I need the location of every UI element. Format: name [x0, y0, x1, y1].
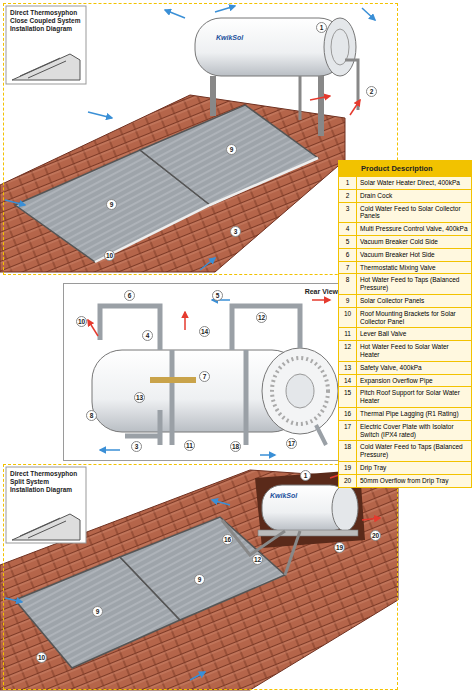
- callout-number: 8: [86, 410, 97, 421]
- brand-mark: KwikSol: [216, 34, 243, 41]
- table-row: 19Drip Tray: [339, 461, 471, 474]
- callout-number: 17: [286, 438, 297, 449]
- item-description: 50mm Overflow from Drip Tray: [357, 475, 471, 487]
- item-number: 1: [339, 177, 357, 189]
- table-row: 2050mm Overflow from Drip Tray: [339, 474, 471, 487]
- table-row: 11Lever Ball Valve: [339, 327, 471, 340]
- collector-panels: [15, 105, 318, 262]
- table-row: 13Safety Valve, 400kPa: [339, 361, 471, 374]
- callout-number: 3: [131, 441, 142, 452]
- item-description: Vacuum Breaker Hot Side: [357, 249, 471, 261]
- callout-number: 12: [256, 312, 267, 323]
- rear-view-tank: [92, 348, 338, 434]
- table-row: 12Hot Water Feed to Solar Water Heater: [339, 340, 471, 361]
- callout-number: 5: [212, 290, 223, 301]
- flow-arrows: [5, 6, 375, 270]
- item-number: 14: [339, 375, 357, 387]
- callout-number: 11: [184, 440, 195, 451]
- panel-title: Rear View: [305, 288, 338, 295]
- callout-number: 6: [124, 290, 135, 301]
- callout-number: 10: [76, 316, 87, 327]
- item-number: 12: [339, 341, 357, 361]
- callout-number: 9: [194, 574, 205, 585]
- item-description: Solar Collector Panels: [357, 295, 471, 307]
- callout-number: 4: [142, 330, 153, 341]
- callout-number: 2: [366, 86, 377, 97]
- item-description: Expansion Overflow Pipe: [357, 375, 471, 387]
- table-row: 7Thermostatic Mixing Valve: [339, 261, 471, 274]
- item-number: 3: [339, 203, 357, 223]
- table-row: 17Electric Cover Plate with Isolator Swi…: [339, 420, 471, 441]
- product-table: Product Description1Solar Water Heater D…: [338, 160, 472, 488]
- item-number: 6: [339, 249, 357, 261]
- item-description: Roof Mounting Brackets for Solar Collect…: [357, 308, 471, 328]
- item-description: Drip Tray: [357, 462, 471, 474]
- item-number: 2: [339, 190, 357, 202]
- callout-number: 7: [199, 371, 210, 382]
- callout-number: 3: [230, 226, 241, 237]
- item-number: 13: [339, 362, 357, 374]
- item-number: 16: [339, 408, 357, 420]
- item-number: 10: [339, 308, 357, 328]
- callout-number: 9: [92, 606, 103, 617]
- brand-mark: KwikSol: [270, 492, 297, 499]
- panel-title: Direct Thermosyphon Split System Install…: [10, 470, 84, 493]
- title-inset: [6, 6, 86, 84]
- table-header: Product Description: [339, 161, 471, 176]
- table-row: 15Pitch Roof Support for Solar Water Hea…: [339, 386, 471, 407]
- item-description: Lever Ball Valve: [357, 328, 471, 340]
- table-row: 5Vacuum Breaker Cold Side: [339, 235, 471, 248]
- callout-number: 9: [226, 144, 237, 155]
- table-row: 10Roof Mounting Brackets for Solar Colle…: [339, 307, 471, 328]
- item-number: 19: [339, 462, 357, 474]
- item-description: Safety Valve, 400kPa: [357, 362, 471, 374]
- title-inset: [6, 467, 86, 543]
- item-description: Solar Water Heater Direct, 400kPa: [357, 177, 471, 189]
- callout-number: 1: [316, 22, 327, 33]
- table-row: 1Solar Water Heater Direct, 400kPa: [339, 176, 471, 189]
- table-row: 8Hot Water Feed to Taps (Balanced Pressu…: [339, 273, 471, 294]
- rear-view-pipes: [100, 306, 326, 445]
- callout-number: 18: [230, 441, 241, 452]
- item-description: Drain Cock: [357, 190, 471, 202]
- item-number: 18: [339, 441, 357, 461]
- item-description: Thermal Pipe Lagging (R1 Rating): [357, 408, 471, 420]
- item-description: Hot Water Feed to Taps (Balanced Pressur…: [357, 274, 471, 294]
- callout-number: 9: [106, 199, 117, 210]
- item-number: 5: [339, 236, 357, 248]
- item-description: Electric Cover Plate with Isolator Switc…: [357, 421, 471, 441]
- callout-number: 1: [300, 470, 311, 481]
- item-description: Pitch Roof Support for Solar Water Heate…: [357, 387, 471, 407]
- table-row: 6Vacuum Breaker Hot Side: [339, 248, 471, 261]
- roof: [0, 95, 345, 272]
- item-number: 20: [339, 475, 357, 487]
- item-description: Hot Water Feed to Solar Water Heater: [357, 341, 471, 361]
- item-number: 4: [339, 223, 357, 235]
- item-description: Cold Water Feed to Taps (Balanced Pressu…: [357, 441, 471, 461]
- item-number: 7: [339, 262, 357, 274]
- item-number: 15: [339, 387, 357, 407]
- item-description: Cold Water Feed to Solar Collector Panel…: [357, 203, 471, 223]
- item-description: Thermostatic Mixing Valve: [357, 262, 471, 274]
- panel-title: Direct Thermosyphon Close Coupled System…: [10, 9, 84, 32]
- item-description: Multi Pressure Control Valve, 400kPa: [357, 223, 471, 235]
- table-row: 3Cold Water Feed to Solar Collector Pane…: [339, 202, 471, 223]
- item-number: 17: [339, 421, 357, 441]
- table-row: 2Drain Cock: [339, 189, 471, 202]
- table-row: 9Solar Collector Panels: [339, 294, 471, 307]
- table-row: 16Thermal Pipe Lagging (R1 Rating): [339, 407, 471, 420]
- item-number: 9: [339, 295, 357, 307]
- rear-view-arrows: [88, 300, 330, 455]
- table-row: 4Multi Pressure Control Valve, 400kPa: [339, 222, 471, 235]
- solar-water-heater: [195, 18, 358, 136]
- item-number: 8: [339, 274, 357, 294]
- table-row: 18Cold Water Feed to Taps (Balanced Pres…: [339, 440, 471, 461]
- item-number: 11: [339, 328, 357, 340]
- split-tank: [222, 485, 358, 575]
- table-row: 14Expansion Overflow Pipe: [339, 374, 471, 387]
- callout-number: 14: [199, 326, 210, 337]
- item-description: Vacuum Breaker Cold Side: [357, 236, 471, 248]
